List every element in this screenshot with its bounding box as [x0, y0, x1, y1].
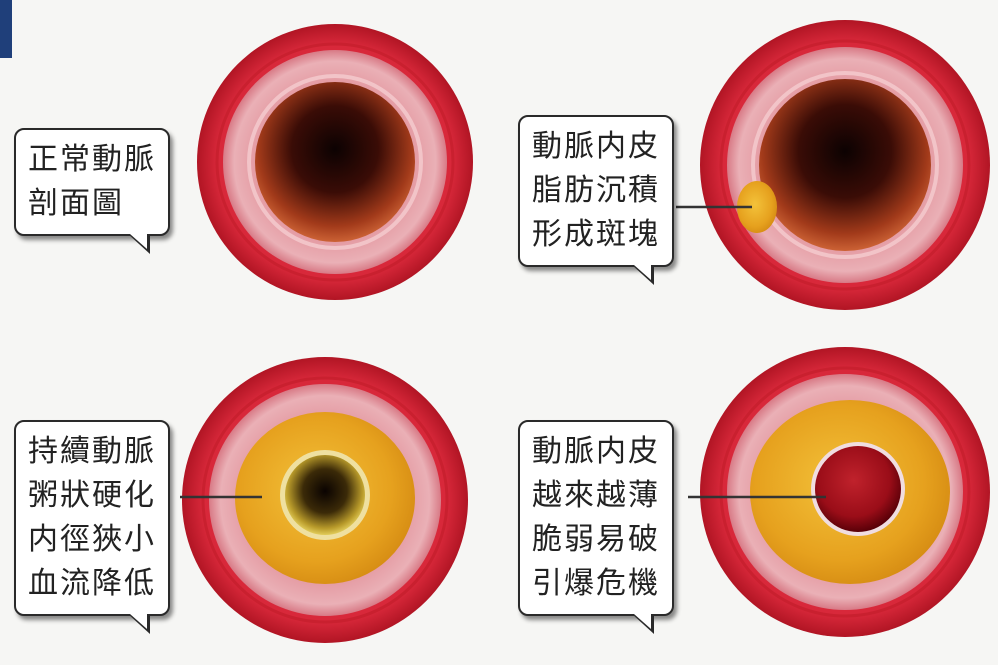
- label-line: 引爆危機: [532, 562, 660, 606]
- lumen: [759, 79, 931, 251]
- label-line: 脂肪沉積: [532, 169, 660, 213]
- label-normal-artery: 正常動脈 剖面圖: [14, 128, 170, 236]
- label-line: 動脈内皮: [532, 125, 660, 169]
- label-plaque-deposit: 動脈内皮 脂肪沉積 形成斑塊: [518, 115, 674, 267]
- lumen: [255, 82, 415, 242]
- artery-rupture-risk: [688, 347, 990, 637]
- label-narrowed-artery: 持續動脈 粥狀硬化 内徑狹小 血流降低: [14, 420, 170, 616]
- label-line: 正常動脈: [28, 138, 156, 182]
- clot: [815, 446, 901, 532]
- label-line: 粥狀硬化: [28, 474, 156, 518]
- label-line: 動脈内皮: [532, 430, 660, 474]
- artery-narrowed: [180, 357, 468, 643]
- narrow-lumen: [285, 455, 365, 535]
- label-line: 形成斑塊: [532, 213, 660, 257]
- label-line: 越來越薄: [532, 474, 660, 518]
- label-line: 脆弱易破: [532, 518, 660, 562]
- label-rupture-risk: 動脈内皮 越來越薄 脆弱易破 引爆危機: [518, 420, 674, 616]
- label-line: 持續動脈: [28, 430, 156, 474]
- artery-normal: [197, 24, 473, 300]
- label-line: 血流降低: [28, 562, 156, 606]
- artery-plaque-deposit: [676, 20, 990, 310]
- label-line: 内徑狹小: [28, 518, 156, 562]
- label-line: 剖面圖: [28, 182, 156, 226]
